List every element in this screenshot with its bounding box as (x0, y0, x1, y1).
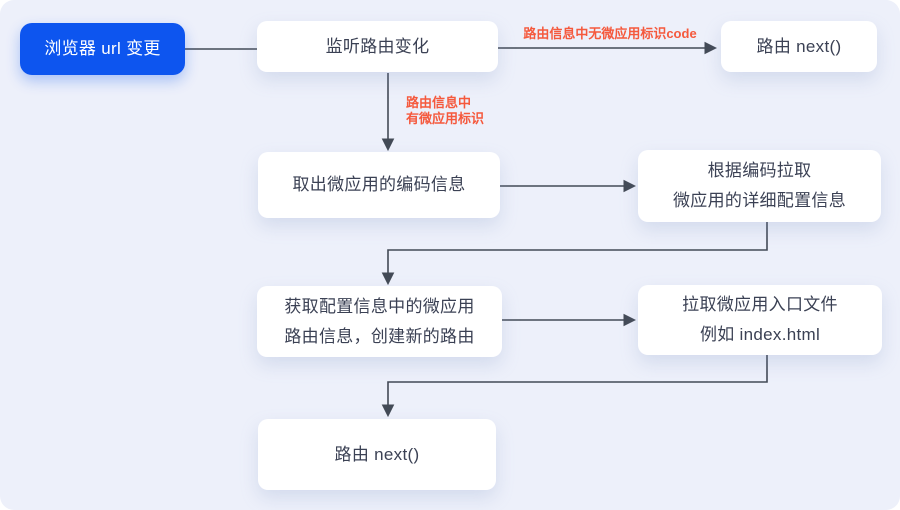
node-browser-url-change: 浏览器 url 变更 (20, 23, 185, 75)
node-create-new-route: 获取配置信息中的微应用 路由信息，创建新的路由 (257, 286, 502, 357)
node-extract-app-code: 取出微应用的编码信息 (258, 152, 500, 218)
node-fetch-app-config: 根据编码拉取 微应用的详细配置信息 (638, 150, 881, 222)
connector-fetch-entry-to-route-next (381, 355, 768, 418)
edge-label-no-app-code: 路由信息中无微应用标识code (523, 26, 697, 41)
edge-label-has-app-code: 路由信息中 有微应用标识 (406, 95, 485, 126)
connector-fetch-config-to-create-route (381, 222, 768, 286)
node-route-next-bottom: 路由 next() (258, 419, 496, 490)
node-fetch-entry-file: 拉取微应用入口文件 例如 index.html (638, 285, 882, 355)
node-listen-route-change: 监听路由变化 (257, 21, 498, 72)
node-route-next-top: 路由 next() (721, 21, 877, 72)
